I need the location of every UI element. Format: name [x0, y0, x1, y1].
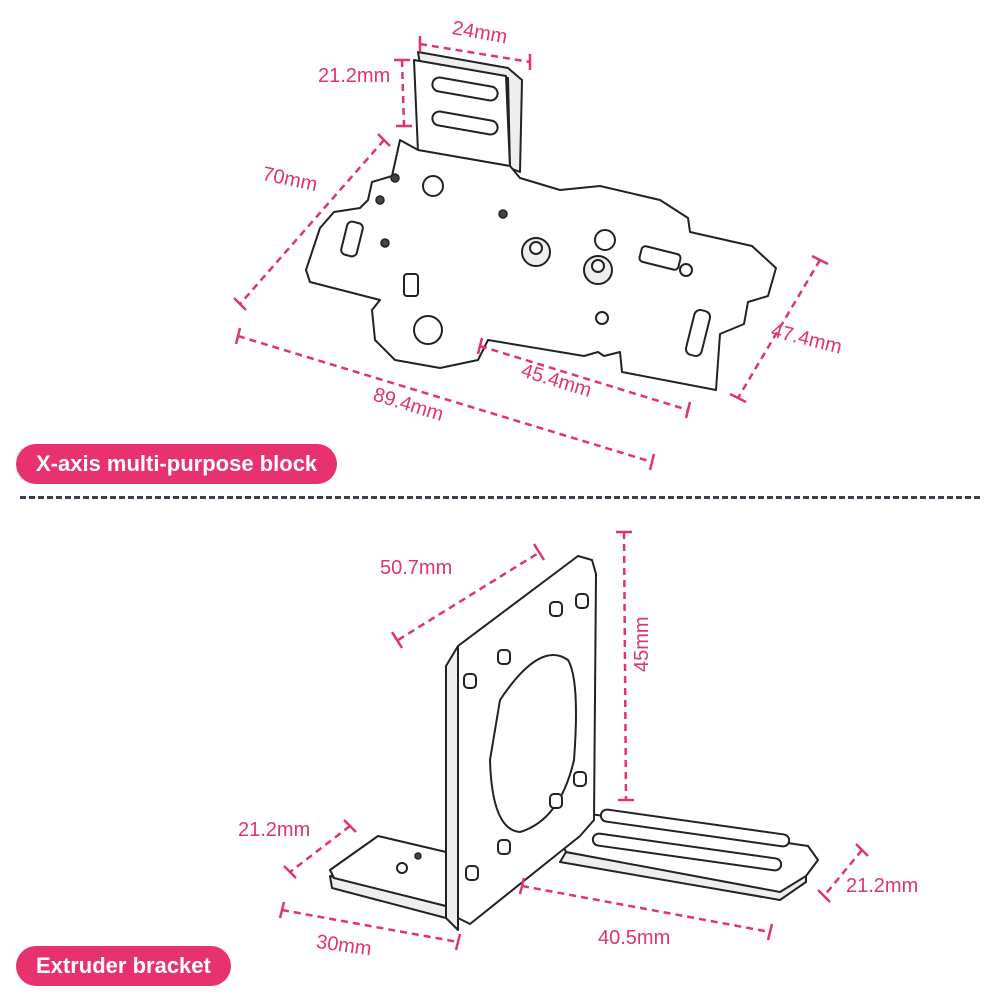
dim-50-7: 50.7mm: [380, 557, 452, 579]
tab-slot-lower: [431, 110, 499, 136]
plate-boss-1-hole: [529, 241, 543, 255]
mount-hole-2: [497, 649, 511, 665]
section-label-x-axis-block: X-axis multi-purpose block: [16, 444, 338, 484]
plate-hole-2: [594, 229, 616, 251]
right-foot-slot-1: [599, 808, 791, 848]
mount-hole-7: [497, 839, 511, 855]
plate-hole-1: [422, 175, 444, 197]
motor-opening: [488, 654, 577, 834]
left-foot-hole: [396, 862, 408, 874]
dim-21-2-top: 21.2mm: [318, 65, 390, 87]
dim-45: 45mm: [631, 616, 653, 672]
right-foot-slot-2: [591, 832, 783, 872]
dim-21-2-left: 21.2mm: [238, 819, 310, 841]
dim-45-4: 45.4mm: [519, 360, 595, 402]
plate-left-slot: [340, 220, 364, 258]
mount-hole-1: [463, 673, 477, 689]
section-label-extruder-bracket: Extruder bracket: [16, 946, 231, 986]
plate-hole-big: [413, 315, 443, 345]
tab-slot-upper: [431, 76, 499, 102]
plate-dot-2: [375, 195, 385, 205]
left-foot-dot: [414, 852, 422, 860]
dim-40-5: 40.5mm: [598, 927, 670, 949]
plate-right-notch: [638, 245, 682, 271]
plate-small-slot: [403, 273, 419, 297]
plate-dot-4: [498, 209, 508, 219]
x-axis-block-drawing: [305, 51, 777, 391]
plate-hole-4: [595, 311, 609, 325]
section-divider: [20, 496, 980, 499]
plate-right-slot: [684, 309, 712, 357]
dim-21-2-right: 21.2mm: [846, 875, 918, 897]
plate-dot-1: [390, 173, 400, 183]
dim-70: 70mm: [260, 163, 319, 196]
bracket-plate-side: [445, 645, 459, 931]
mount-hole-6: [549, 793, 563, 809]
mount-hole-3: [549, 601, 563, 617]
mount-hole-5: [573, 771, 587, 787]
dim-30: 30mm: [315, 931, 373, 961]
dim-47-4: 47.4mm: [769, 320, 844, 359]
dim-89-4: 89.4mm: [371, 384, 447, 426]
plate-boss-2-hole: [591, 259, 605, 273]
plate-dot-3: [380, 238, 390, 248]
extruder-bracket-drawing: [329, 555, 819, 931]
mount-hole-4: [575, 593, 589, 609]
dim-24: 24mm: [450, 17, 509, 48]
plate-hole-3: [679, 263, 693, 277]
mount-hole-8: [465, 865, 479, 881]
